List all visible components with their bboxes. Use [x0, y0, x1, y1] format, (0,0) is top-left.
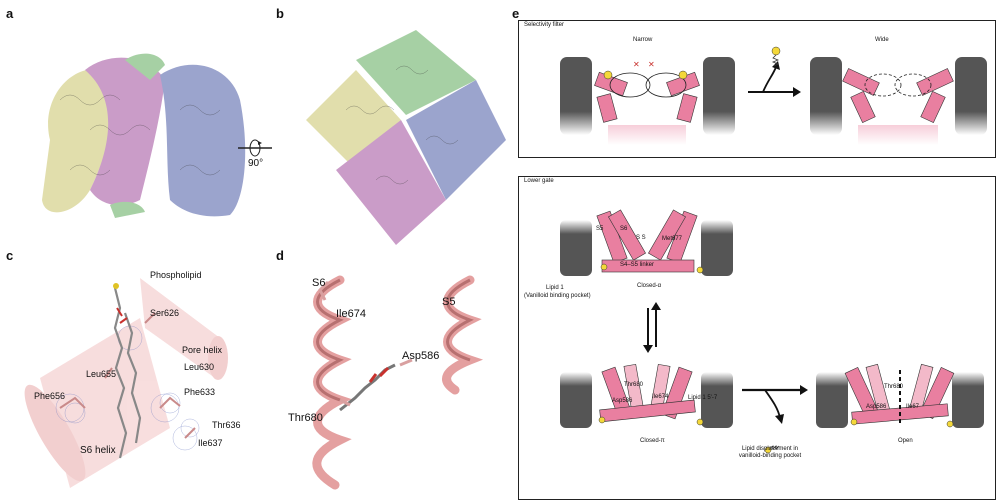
- ser626-label: Ser626: [150, 308, 180, 318]
- lg-open-label: Open: [898, 438, 913, 444]
- d-ile674-label: Ile674: [336, 308, 366, 320]
- panel-e-letter: e: [512, 6, 520, 21]
- lg-open-asp586-label: Asp586: [866, 404, 887, 410]
- thr636-label: Thr636: [212, 420, 241, 430]
- lg-open-thr680-label: Thr680: [884, 384, 904, 390]
- lg-open-ile67-label: Ile67: [906, 404, 920, 410]
- lg-thr680-label: Thr680: [624, 382, 644, 388]
- lg-met677-label: Met677: [662, 236, 683, 242]
- phospholipid-label: Phospholipid: [150, 270, 202, 280]
- selectivity-filter-diagram: ✕ ✕: [560, 46, 987, 145]
- lg-ss-label: S S: [636, 235, 646, 241]
- ile637-label: Ile637: [198, 438, 223, 448]
- lg-closed-alpha-label: Closed-α: [637, 283, 662, 289]
- wide-label: Wide: [875, 37, 889, 43]
- lg-displacement-label: Lipid displacement in vanilloid-binding …: [738, 446, 802, 459]
- panel-c-letter: c: [6, 248, 14, 263]
- panel-c-structure: [24, 278, 228, 488]
- lower-gate-title: Lower gate: [524, 178, 554, 184]
- d-asp586-label: Asp586: [402, 350, 440, 362]
- svg-text:✕: ✕: [633, 60, 640, 69]
- pore-helix-label: Pore helix: [182, 345, 223, 355]
- panel-b-letter: b: [276, 6, 284, 21]
- lower-gate-box: [518, 176, 996, 500]
- leu630-label: Leu630: [184, 362, 215, 372]
- svg-text:✕: ✕: [648, 60, 655, 69]
- leu655-label: Leu655: [86, 369, 117, 379]
- rotation-label: 90°: [248, 158, 264, 169]
- lg-lipid1-label: Lipid 1: [546, 285, 564, 291]
- lower-gate-diagram: [560, 209, 984, 454]
- s6-helix-label: S6 helix: [80, 445, 116, 456]
- lg-ile674-label: Ile674: [652, 394, 669, 400]
- lg-s6-label: S6: [620, 226, 628, 232]
- lg-s5-label: S5: [596, 226, 604, 232]
- d-s6-label: S6: [312, 277, 326, 289]
- d-s5-label: S5: [442, 296, 456, 308]
- panel-a-structure: [42, 53, 246, 218]
- panel-d-structure: [312, 275, 484, 490]
- lg-asp586-label: Asp586: [612, 398, 633, 404]
- panel-a-letter: a: [6, 6, 14, 21]
- rotation-arrow-icon: [238, 139, 272, 157]
- lg-s4s5-linker-label: S4–S5 linker: [620, 262, 655, 268]
- selectivity-filter-title: Selectivity filter: [524, 22, 565, 28]
- lg-lipid1-sub-label: (Vanilloid binding pocket): [524, 293, 591, 299]
- lg-lipid1-57-label: Lipid 1 5'-7: [688, 395, 718, 401]
- phe656-label: Phe656: [34, 391, 66, 401]
- d-thr680-label: Thr680: [288, 412, 323, 424]
- panel-b-structure: [306, 30, 506, 245]
- panel-d-letter: d: [276, 248, 284, 263]
- phe633-label: Phe633: [184, 387, 216, 397]
- narrow-label: Narrow: [633, 37, 653, 43]
- lg-closed-pi-label: Closed-π: [640, 438, 665, 444]
